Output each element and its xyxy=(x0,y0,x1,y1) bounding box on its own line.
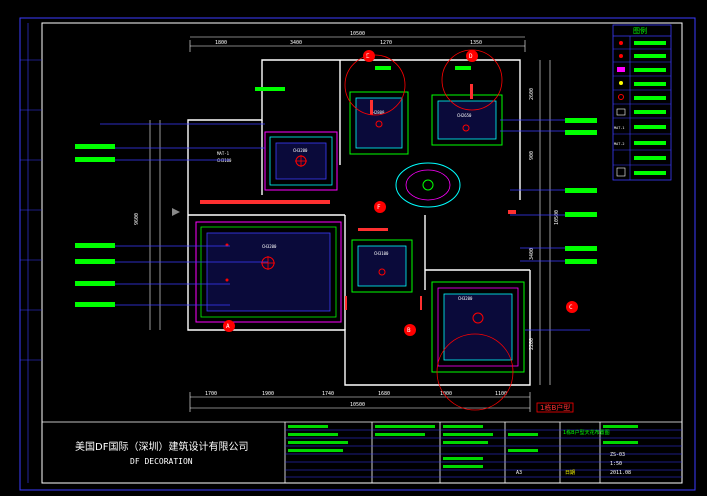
dim-bottom-seg-5: 1000 xyxy=(440,391,452,397)
ceiling-label-1: CH3200 xyxy=(293,148,308,153)
section-marker-c xyxy=(566,301,578,313)
mat-label-1: MAT-1 xyxy=(217,151,230,156)
annotation-leaders-right xyxy=(500,119,590,331)
ceiling-label-1b: CH3100 xyxy=(217,158,232,163)
drawing-number: ZS-03 xyxy=(610,452,625,458)
section-marker-d-label: D xyxy=(469,53,473,60)
annotation-tags-right xyxy=(565,118,597,264)
binding-strip xyxy=(20,23,42,483)
dim-top-seg-4: 1350 xyxy=(470,40,482,46)
dimension-bottom xyxy=(189,392,531,412)
annotation-tags-top xyxy=(255,66,471,91)
legend-title: 图例 xyxy=(633,26,647,35)
drawing-scale: 1:50 xyxy=(610,461,622,467)
title-block-rows xyxy=(285,429,682,478)
dim-top-total: 10500 xyxy=(350,31,365,37)
section-marker-a xyxy=(223,320,235,332)
room-top-right xyxy=(431,94,503,146)
section-marker-a-label: A xyxy=(226,323,230,330)
dimension-right xyxy=(539,60,551,385)
dim-right-total: 10500 xyxy=(554,210,560,225)
beam-marks xyxy=(200,84,516,310)
entry-arrow-icon xyxy=(172,208,180,216)
legend-item-mat1: MAT-1 xyxy=(614,126,625,130)
detail-callouts xyxy=(344,49,514,411)
room-living xyxy=(195,221,342,323)
sheet-outer-frame xyxy=(19,17,696,491)
dimension-top xyxy=(189,36,526,52)
room-top-middle xyxy=(349,91,409,155)
dim-bottom-seg-6: 1100 xyxy=(495,391,507,397)
hallway-round-ceiling xyxy=(395,162,461,208)
dim-bottom-seg-3: 1740 xyxy=(322,391,334,397)
dim-top-seg-1: 1800 xyxy=(215,40,227,46)
annotation-tags-left xyxy=(75,144,115,307)
company-name-cn: 美国DF国际（深圳）建筑设计有限公司 xyxy=(75,440,248,453)
legend-item-mat2: MAT-2 xyxy=(614,142,625,146)
dimension-left xyxy=(149,120,161,330)
dim-bottom-seg-1: 1700 xyxy=(205,391,217,397)
drawing-title: 1栋B户型天花布置图 xyxy=(563,429,610,436)
title-block-fills xyxy=(288,425,638,468)
section-marker-e-label: E xyxy=(366,53,370,60)
dim-right-seg-1: 2600 xyxy=(529,88,535,100)
section-marker-f-label: F xyxy=(377,204,381,211)
legend-panel xyxy=(612,24,672,181)
sheet-inner-frame xyxy=(41,22,683,484)
dim-bottom-seg-4: 1680 xyxy=(378,391,390,397)
ceiling-label-4: CH2650 xyxy=(457,113,472,118)
annotation-leaders-left xyxy=(100,123,268,306)
dim-right-seg-3: 3400 xyxy=(529,248,535,260)
sheet-size: A3 xyxy=(516,470,522,476)
unit-type-box xyxy=(536,402,574,413)
room-bottom-right xyxy=(431,281,525,373)
ceiling-label-5: CH3100 xyxy=(374,251,389,256)
ceiling-label-6: CH3200 xyxy=(458,296,473,301)
unit-type-label: 1栋B户型 xyxy=(540,403,570,412)
date-label: 日期 xyxy=(565,470,575,476)
dim-bottom-seg-2: 1900 xyxy=(262,391,274,397)
dim-right-seg-2: 900 xyxy=(529,151,535,160)
room-center xyxy=(351,239,413,293)
dim-left-total: 9600 xyxy=(134,213,140,225)
dim-right-seg-4: 2200 xyxy=(529,338,535,350)
section-marker-c-label: C xyxy=(569,304,573,311)
company-name-en: DF DECORATION xyxy=(130,457,193,466)
room-upper-left xyxy=(264,131,338,191)
section-marker-e xyxy=(363,50,375,62)
dim-bottom-total: 10500 xyxy=(350,402,365,408)
drawing-date: 2011.08 xyxy=(610,470,631,476)
title-block xyxy=(42,421,682,483)
ceiling-label-3: CH2800 xyxy=(370,110,385,115)
section-marker-b xyxy=(404,324,416,336)
section-marker-b-label: B xyxy=(407,327,411,334)
dim-top-seg-3: 1270 xyxy=(380,40,392,46)
section-marker-f xyxy=(374,201,386,213)
dim-top-seg-2: 3400 xyxy=(290,40,302,46)
section-marker-d xyxy=(466,50,478,62)
ceiling-label-2: CH3200 xyxy=(262,244,277,249)
